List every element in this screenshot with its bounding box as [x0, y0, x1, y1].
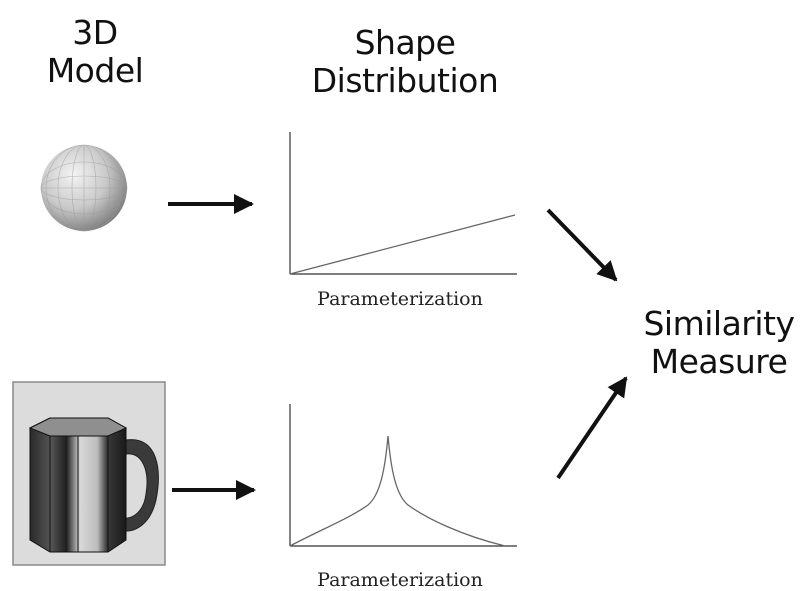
distribution-heading-line2: Distribution: [311, 61, 499, 100]
model-heading: 3D Model: [20, 14, 170, 90]
bottom-distribution-plot: [289, 404, 517, 547]
top-plot-xlabel: Parameterization: [317, 288, 483, 310]
arrow-bottom-plot-to-similarity: [556, 376, 628, 480]
sphere-icon: [40, 144, 128, 232]
bottom-plot-xlabel: Parameterization: [317, 569, 483, 591]
bottom-plot-curve: [289, 435, 506, 547]
arrow-top-plot-to-similarity: [546, 208, 618, 282]
model-heading-line2: Model: [46, 51, 144, 90]
distribution-heading: Shape Distribution: [290, 24, 520, 100]
top-plot-curve: [289, 214, 516, 275]
mug-icon: [12, 381, 166, 566]
distribution-heading-line1: Shape: [354, 23, 456, 62]
similarity-heading-line1: Similarity: [643, 304, 795, 343]
similarity-heading-line2: Measure: [650, 342, 788, 381]
similarity-heading: Similarity Measure: [632, 305, 804, 381]
top-distribution-plot: [289, 132, 517, 275]
model-heading-line1: 3D: [72, 13, 118, 52]
